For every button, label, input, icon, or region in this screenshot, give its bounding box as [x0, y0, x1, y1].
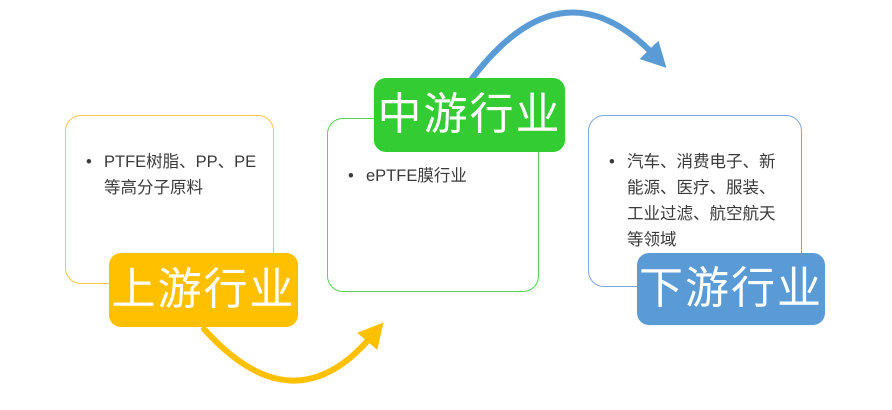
midstream-item: ePTFE膜行业 — [340, 163, 526, 189]
downstream-item-list: 汽车、消费电子、新能源、医疗、服装、工业过滤、航空航天等领域 — [589, 116, 801, 253]
midstream-item-list: ePTFE膜行业 — [328, 119, 538, 189]
upstream-to-midstream-arrow — [201, 322, 384, 384]
midstream-to-downstream-arrow — [465, 9, 667, 87]
upstream-item: PTFE树脂、PP、PE等高分子原料 — [78, 149, 261, 201]
midstream-label: 中游行业 — [374, 78, 565, 152]
downstream-label: 下游行业 — [637, 253, 825, 325]
upstream-label: 上游行业 — [109, 253, 298, 327]
upstream-item-list: PTFE树脂、PP、PE等高分子原料 — [66, 116, 273, 201]
downstream-item: 汽车、消费电子、新能源、医疗、服装、工业过滤、航空航天等领域 — [601, 149, 791, 253]
